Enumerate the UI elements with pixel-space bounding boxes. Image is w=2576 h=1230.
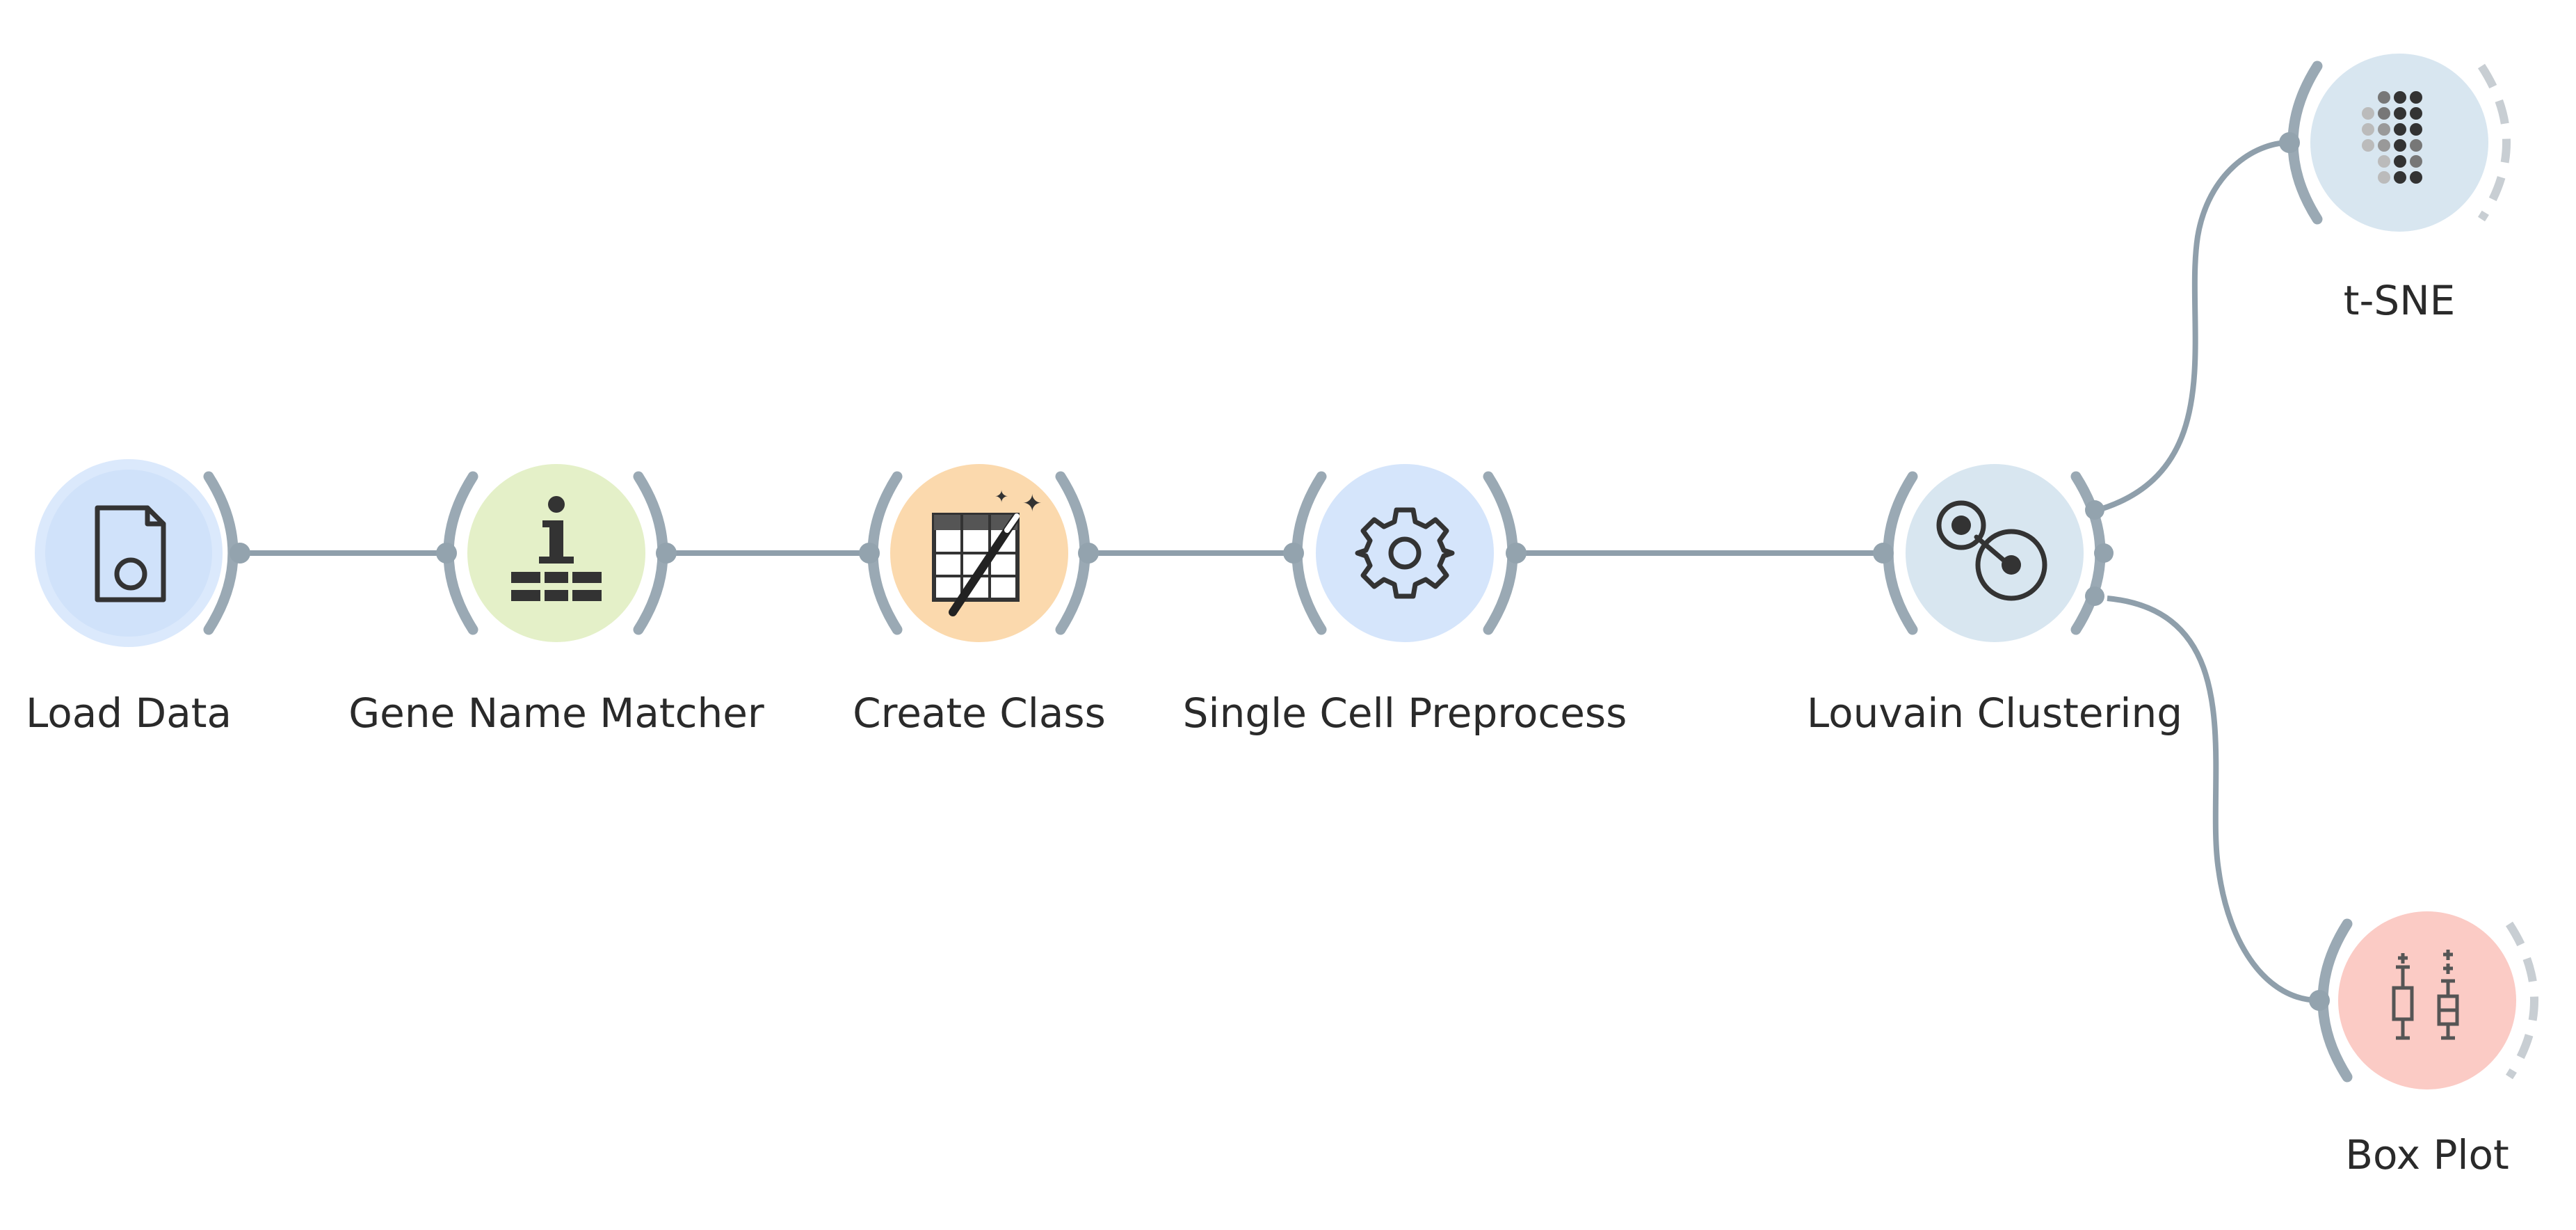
node-label: t-SNE	[2344, 277, 2456, 324]
grid-dot	[2394, 107, 2406, 120]
grid-dot	[2410, 155, 2422, 168]
node-louvain-clustering[interactable]: Louvain Clustering	[1807, 464, 2182, 737]
grid-dot	[2410, 171, 2422, 184]
grid-dot	[2394, 139, 2406, 152]
grid-dot	[2410, 123, 2422, 136]
output-anchor[interactable]	[1506, 543, 1527, 564]
node-gene-name-matcher[interactable]: Gene Name Matcher	[348, 464, 764, 737]
grid-dot	[2378, 123, 2390, 136]
input-anchor[interactable]	[436, 543, 457, 564]
grid-dot	[2410, 91, 2422, 104]
svg-text:✦: ✦	[995, 487, 1008, 506]
links	[242, 140, 2320, 1003]
grid-dot	[2362, 171, 2374, 184]
output-anchor[interactable]	[1078, 543, 1099, 564]
node-circle-single-cell-preprocess	[1316, 464, 1494, 642]
node-create-class[interactable]: ✦ ✦ Create Class	[853, 464, 1106, 737]
grid-dot	[2378, 91, 2390, 104]
grid-dot	[2378, 171, 2390, 184]
grid-dot	[2362, 155, 2374, 168]
grid-dot	[2394, 123, 2406, 136]
gear-icon	[1355, 507, 1455, 599]
link-louvain-to-boxplot[interactable]	[2107, 596, 2320, 1003]
input-anchor[interactable]	[2309, 990, 2330, 1011]
grid-dot	[2394, 155, 2406, 168]
output-anchor-bottom[interactable]	[2085, 586, 2104, 606]
node-inner-load-data	[45, 470, 212, 637]
node-single-cell-preprocess[interactable]: Single Cell Preprocess	[1183, 464, 1627, 737]
grid-dot	[2362, 139, 2374, 152]
node-label: Load Data	[26, 689, 232, 737]
grid-dot	[2362, 107, 2374, 120]
input-anchor[interactable]	[1873, 543, 1894, 564]
dot-grid-icon	[2362, 91, 2422, 184]
grid-dot	[2394, 91, 2406, 104]
node-label: Create Class	[853, 689, 1106, 737]
output-anchor-top[interactable]	[2085, 500, 2104, 520]
output-anchor[interactable]	[656, 543, 677, 564]
node-box-plot[interactable]: Box Plot	[2309, 911, 2538, 1179]
input-anchor[interactable]	[2279, 132, 2300, 153]
output-anchor-middle[interactable]	[2094, 543, 2114, 563]
node-t-sne[interactable]: t-SNE	[2279, 54, 2511, 324]
grid-dot	[2378, 155, 2390, 168]
grid-dot	[2394, 171, 2406, 184]
grid-dot	[2362, 123, 2374, 136]
input-anchor[interactable]	[859, 543, 880, 564]
grid-dot	[2410, 107, 2422, 120]
input-anchor[interactable]	[1283, 543, 1304, 564]
node-label: Single Cell Preprocess	[1183, 689, 1627, 737]
clusters-icon	[1936, 500, 2047, 601]
grid-dot	[2378, 139, 2390, 152]
node-circle-box-plot	[2338, 911, 2516, 1089]
box-plot-icon	[2392, 950, 2459, 1040]
node-label: Gene Name Matcher	[348, 689, 764, 737]
grid-dot	[2378, 107, 2390, 120]
node-label: Box Plot	[2345, 1131, 2509, 1179]
grid-dot	[2410, 139, 2422, 152]
grid-dot	[2362, 91, 2374, 104]
file-icon	[95, 505, 166, 602]
output-channel-arc	[2505, 921, 2538, 1080]
node-load-data[interactable]: Load Data	[26, 459, 250, 737]
info-table-icon	[511, 496, 602, 601]
output-channel-arc	[2477, 63, 2511, 222]
magic-table-icon: ✦ ✦	[932, 487, 1043, 616]
svg-text:✦: ✦	[1022, 490, 1043, 518]
link-louvain-to-tsne[interactable]	[2092, 140, 2290, 514]
output-anchor[interactable]	[230, 543, 250, 564]
node-label: Louvain Clustering	[1807, 689, 2182, 737]
